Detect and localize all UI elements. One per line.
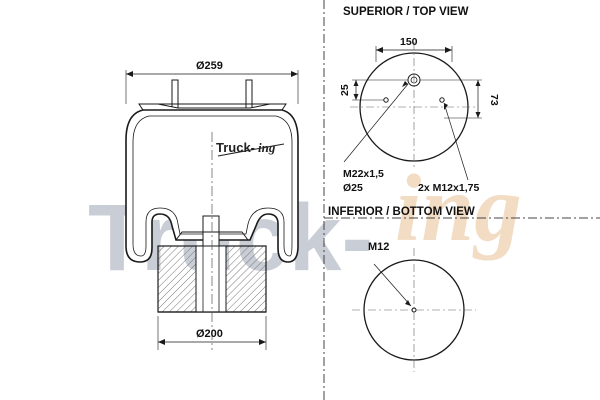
- stud-hole-left: [383, 97, 389, 103]
- dim-right: 73: [488, 94, 500, 106]
- dim-label-bottom: Ø200: [196, 328, 223, 340]
- top-view-heading: SUPERIOR / TOP VIEW: [343, 6, 469, 18]
- leader-inlet: [343, 83, 409, 163]
- leader-studs: [443, 102, 469, 181]
- piston-bolt: [202, 215, 220, 247]
- label-diameter: Ø25: [343, 182, 363, 194]
- dim-width: 150: [400, 36, 418, 48]
- top-plate: [138, 103, 287, 111]
- side-view: [125, 70, 299, 350]
- center-hole: [411, 307, 417, 313]
- logo: Truck- ing: [216, 140, 285, 157]
- bottom-view-heading: INFERIOR / BOTTOM VIEW: [328, 206, 475, 218]
- watermark-script: ing: [395, 155, 522, 261]
- label-thread-top: M22x1,5: [343, 168, 384, 180]
- dim-label-top: Ø259: [196, 60, 223, 72]
- label-studs: 2x M12x1,75: [418, 182, 479, 194]
- leader-m12: [373, 263, 412, 307]
- top-view: [343, 42, 482, 181]
- dim-left: 25: [339, 84, 351, 96]
- label-thread-bottom: M12: [368, 241, 389, 253]
- stud-hole-right: [439, 97, 445, 103]
- bottom-view: [352, 248, 476, 372]
